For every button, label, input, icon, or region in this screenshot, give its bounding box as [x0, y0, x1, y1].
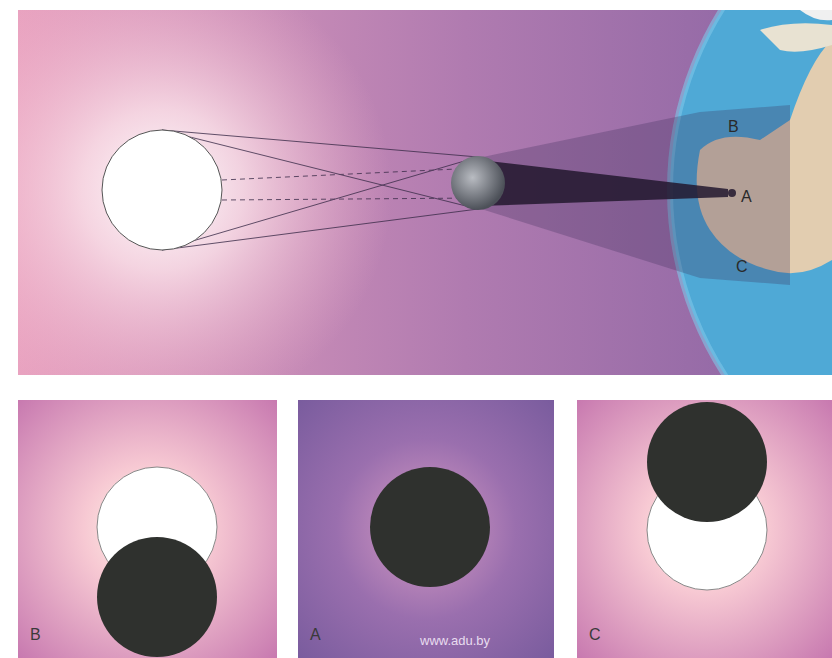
eclipse-view-panel: C	[577, 400, 832, 658]
watermark: www.adu.by	[420, 634, 490, 648]
region-letter: C	[736, 258, 748, 276]
region-letter: B	[728, 118, 739, 136]
eclipse-view-panel: A	[298, 400, 554, 658]
panel-letter: B	[30, 626, 41, 644]
panel-letter: A	[310, 626, 321, 644]
panel-letter: C	[589, 626, 601, 644]
eclipse-view-panel: B	[18, 400, 277, 658]
region-letter: A	[741, 188, 752, 206]
